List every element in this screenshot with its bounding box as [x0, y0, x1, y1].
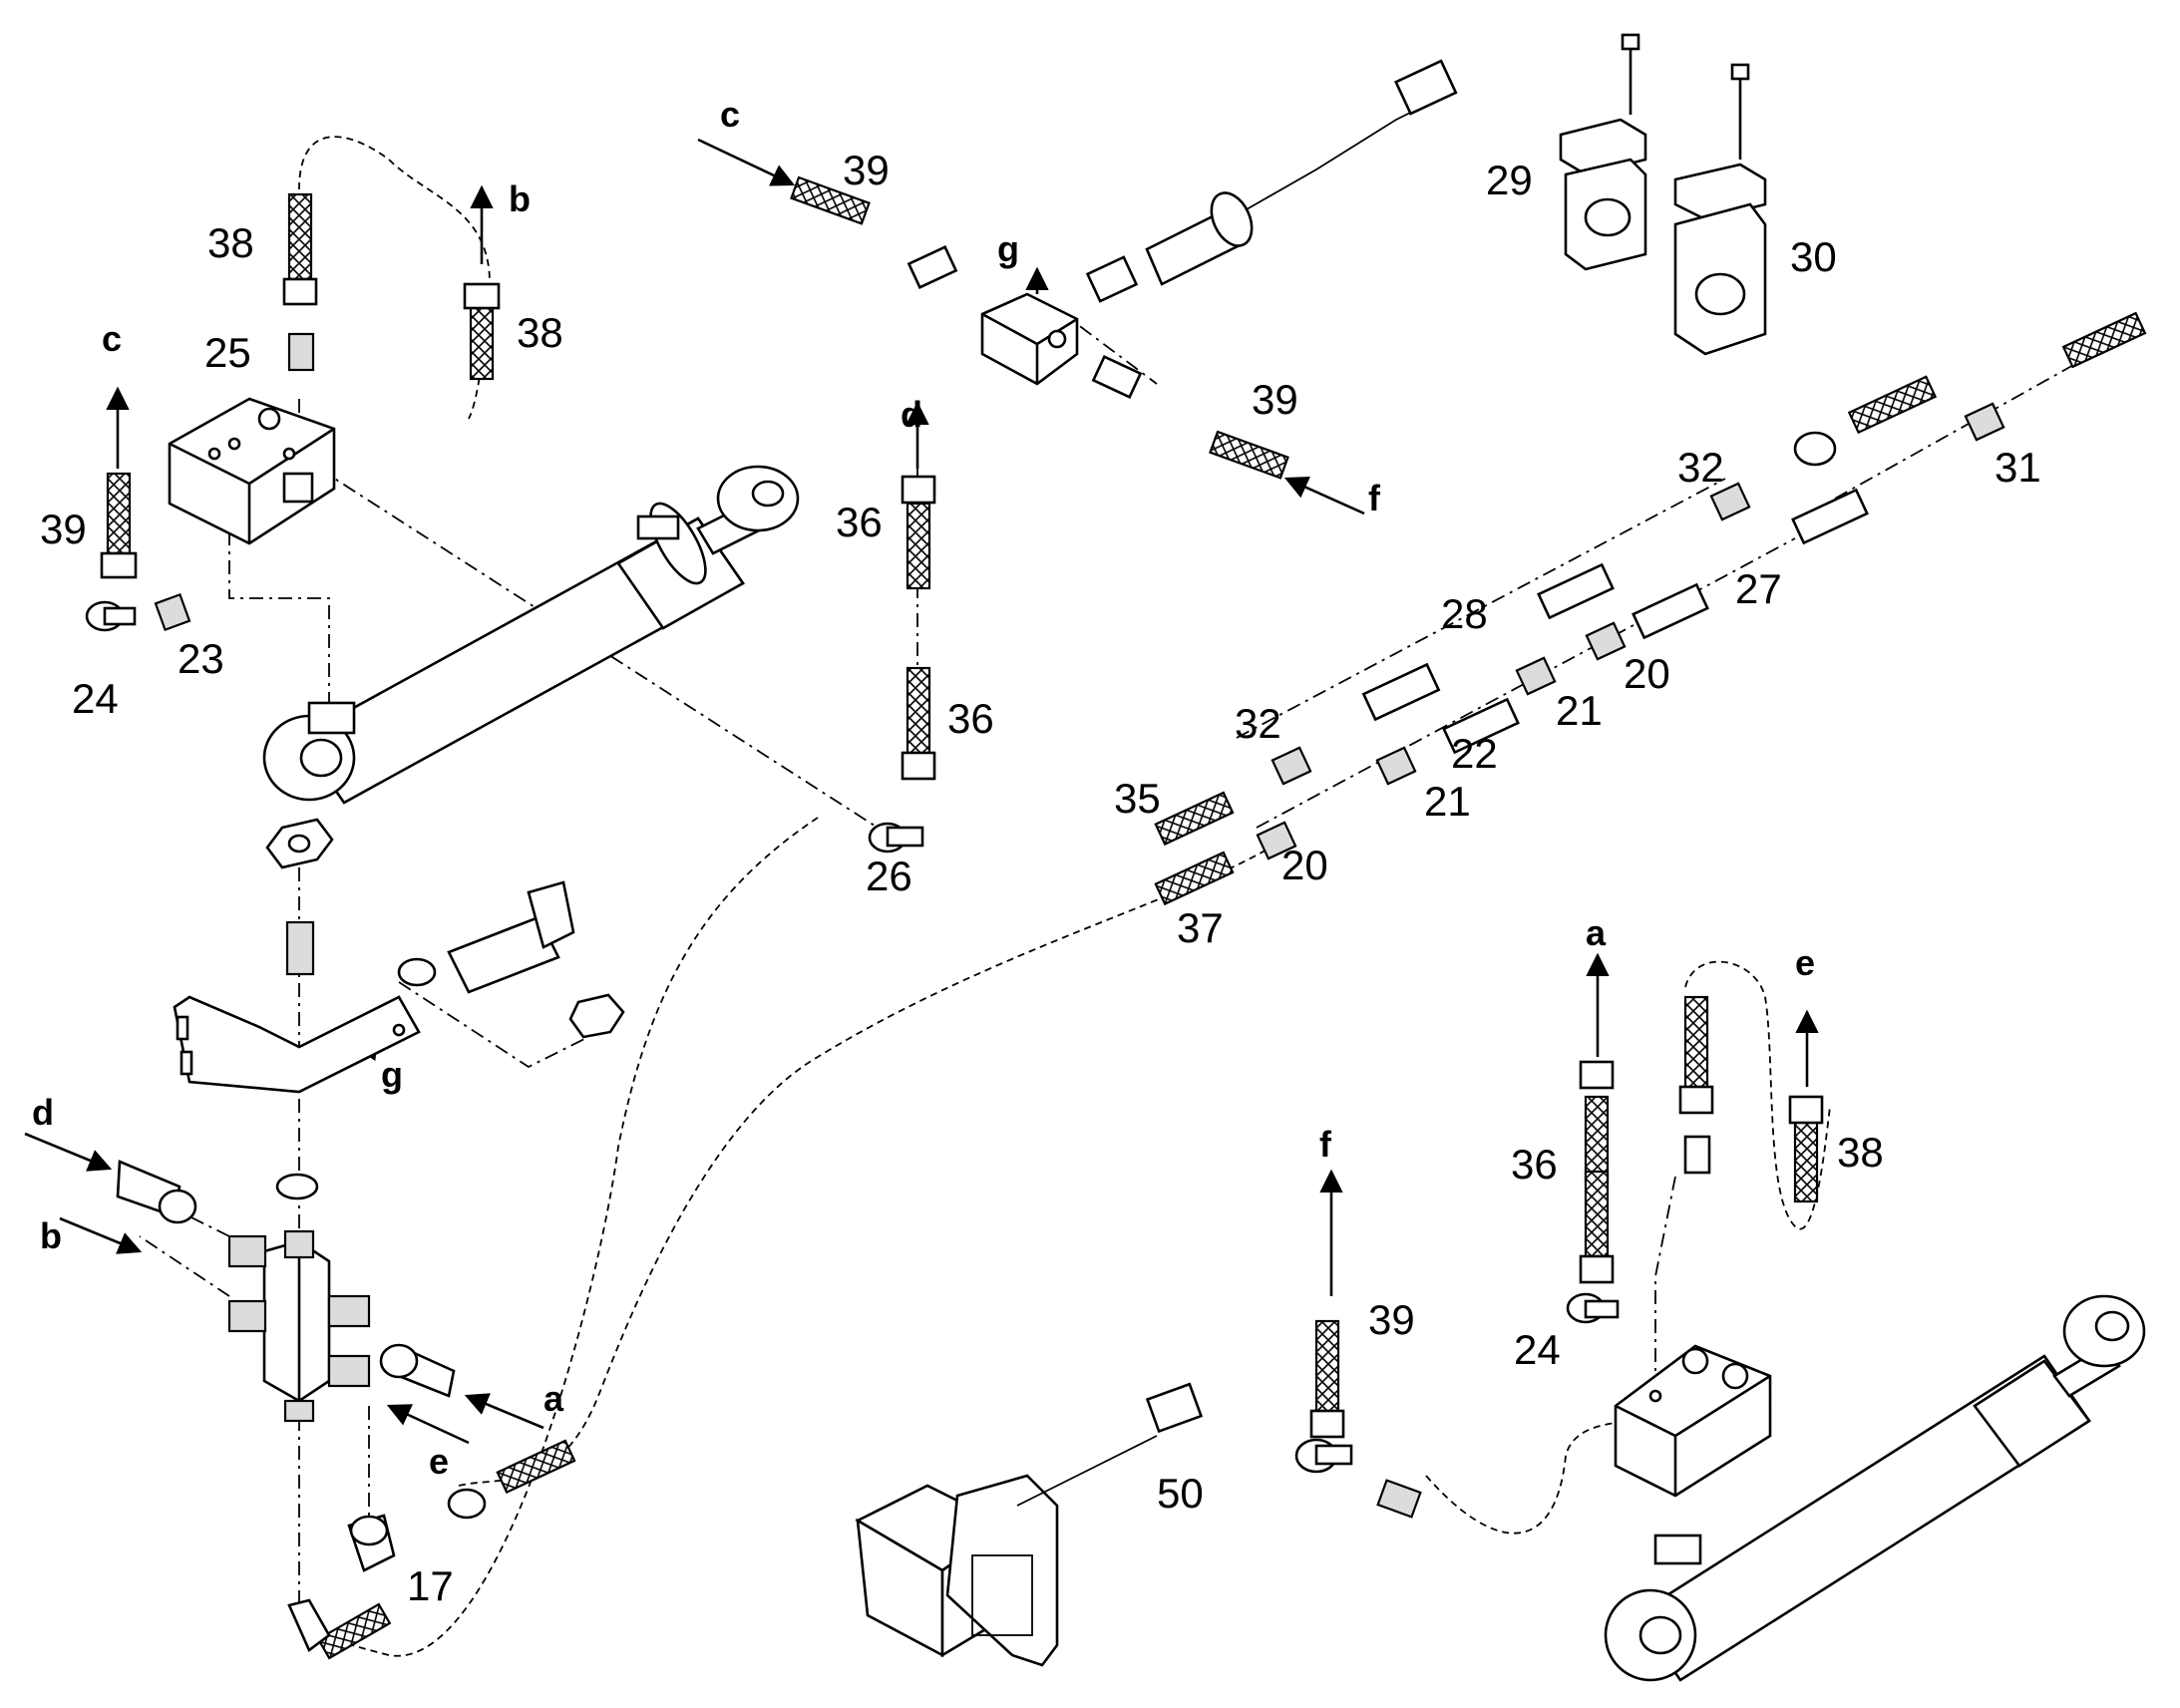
foot-pedal-switch — [855, 1382, 1204, 1667]
arrow-a-left — [464, 1393, 545, 1430]
arrow-e-left — [386, 1404, 470, 1445]
clamps — [1559, 33, 1767, 356]
callout-39-top: 39 — [843, 147, 890, 193]
letter-e-right: e — [1795, 942, 1815, 983]
callout-24-left: 24 — [72, 675, 119, 722]
letter-b-left: b — [40, 1215, 62, 1256]
letter-d-left: d — [32, 1092, 54, 1133]
callout-28: 28 — [1441, 590, 1488, 637]
callout-25: 25 — [204, 329, 251, 376]
callout-23: 23 — [178, 635, 224, 682]
callout-21-top: 21 — [1556, 687, 1603, 734]
arrow-d-left — [24, 1132, 113, 1172]
lower-manifold — [116, 1160, 487, 1653]
callout-31: 31 — [1995, 444, 2041, 491]
letter-c-left: c — [102, 318, 122, 359]
letter-f-bottom: f — [1319, 1124, 1332, 1165]
pressure-sensor-assembly — [907, 59, 1458, 399]
letter-a-left: a — [544, 1378, 564, 1419]
arrow-b-left — [59, 1216, 143, 1254]
callout-36-top: 36 — [836, 499, 883, 545]
callout-26: 26 — [866, 853, 912, 899]
arrow-f-right — [1283, 476, 1365, 515]
callout-38-left: 38 — [207, 219, 254, 266]
right-hydraulic-cylinder — [1604, 1294, 2146, 1682]
callout-20-bottom: 20 — [1281, 842, 1328, 888]
letter-g-top: g — [997, 228, 1019, 269]
callout-24-right: 24 — [1514, 1326, 1561, 1373]
arrow-c-top — [697, 138, 796, 186]
callout-30: 30 — [1790, 233, 1837, 280]
mounting-hardware — [173, 818, 625, 1200]
fittings — [85, 332, 2005, 1519]
callout-37: 37 — [1177, 904, 1224, 951]
letter-g-bracket: g — [381, 1054, 403, 1095]
callout-38-right: 38 — [1837, 1129, 1884, 1176]
callout-39-left: 39 — [40, 506, 87, 552]
left-hydraulic-cylinder — [262, 465, 800, 805]
letter-b-top: b — [509, 178, 531, 219]
callout-32-bottom: 32 — [1235, 700, 1281, 747]
hoses — [100, 175, 2147, 1660]
connection-letters: b c c g f d g d b a e a e f — [32, 94, 1815, 1482]
callout-29: 29 — [1486, 157, 1533, 203]
letter-f-right: f — [1368, 478, 1381, 518]
letter-e-left: e — [429, 1441, 449, 1482]
callout-35: 35 — [1114, 775, 1161, 822]
callout-20-top: 20 — [1624, 650, 1670, 697]
callout-36-right: 36 — [1511, 1141, 1558, 1188]
callout-21-bottom: 21 — [1424, 778, 1471, 825]
letter-a-right: a — [1586, 912, 1607, 953]
callout-39-bottom: 39 — [1368, 1296, 1415, 1343]
callout-36-mid: 36 — [947, 695, 994, 742]
letter-d-mid: d — [901, 394, 922, 435]
callout-38-mid: 38 — [517, 309, 563, 356]
callout-27: 27 — [1735, 565, 1782, 612]
left-valve-block — [168, 397, 336, 545]
letter-c-top: c — [720, 94, 740, 135]
callout-50: 50 — [1157, 1470, 1204, 1517]
callout-17: 17 — [407, 1562, 454, 1609]
callout-numbers: 38 38 25 39 23 24 39 39 36 36 26 29 30 3… — [40, 147, 2041, 1609]
callout-39-right: 39 — [1252, 376, 1298, 423]
callout-22: 22 — [1451, 730, 1498, 777]
right-valve-block — [1614, 1344, 1772, 1498]
callout-32-top: 32 — [1677, 444, 1724, 491]
